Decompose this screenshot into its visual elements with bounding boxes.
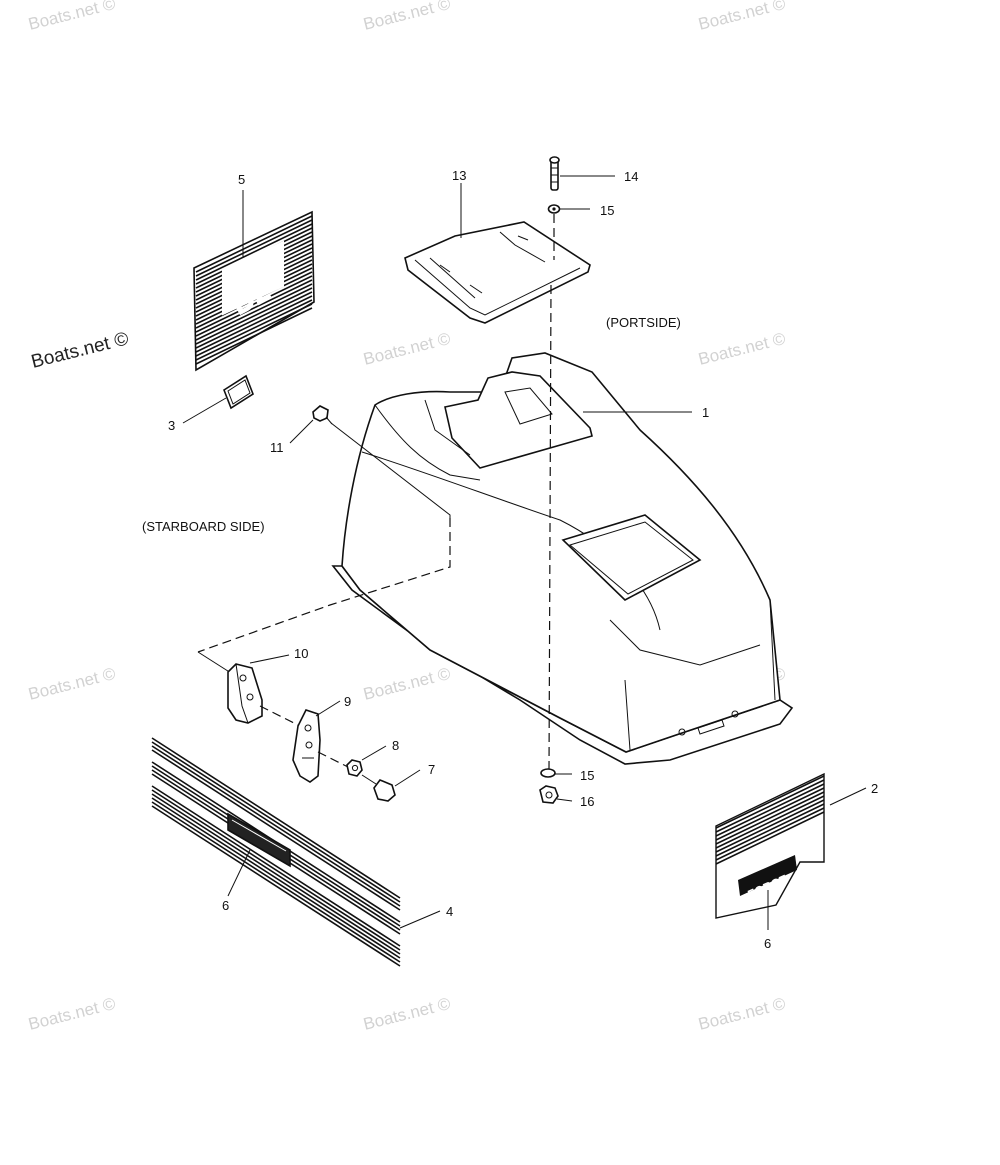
decal-stripe <box>195 275 313 333</box>
decal-stripe <box>715 799 825 853</box>
nut-bottom <box>539 785 559 804</box>
decal-stripe <box>151 797 401 959</box>
callout-3: 3 <box>168 418 175 433</box>
latch-bolt <box>361 774 396 802</box>
decal-stripe <box>195 299 313 357</box>
watermark: Boats.net © <box>696 994 787 1034</box>
decal-stripe <box>195 215 313 273</box>
decal-stripe <box>715 779 825 833</box>
assembly-axis-line <box>548 214 555 771</box>
model-decal: D2 <box>193 210 315 372</box>
decal-stripe <box>715 787 825 841</box>
washer-bottom <box>540 768 556 778</box>
callout-11: 11 <box>270 440 284 455</box>
callout-labels: 1 2 3 4 5 6 6 7 8 9 10 11 13 14 15 15 16 <box>168 168 878 951</box>
callout-2: 2 <box>871 781 878 796</box>
decal-stripe <box>195 291 313 349</box>
side-decal-port: FORCE <box>715 772 825 919</box>
callout-1: 1 <box>702 405 709 420</box>
portside-label: (PORTSIDE) <box>606 315 681 330</box>
watermark-dark: Boats.net © <box>29 328 131 372</box>
watermark: Boats.net © <box>361 994 452 1034</box>
starboard-side-label: (STARBOARD SIDE) <box>142 519 265 534</box>
engine-cowl <box>331 352 794 765</box>
watermark: Boats.net © <box>26 994 117 1034</box>
callout-4: 4 <box>446 904 453 919</box>
decal-stripe <box>715 783 825 837</box>
decal-stripe <box>195 219 313 277</box>
decal-stripe <box>195 283 313 341</box>
callout-16: 16 <box>580 794 594 809</box>
watermark: Boats.net © <box>26 0 117 34</box>
decal-stripe <box>151 741 401 903</box>
decal-stripe <box>195 307 313 365</box>
top-panel <box>404 221 591 324</box>
hidden-fastener-path <box>197 518 451 653</box>
decal-stripe <box>151 801 401 963</box>
latch-axis <box>317 751 351 769</box>
decal-stripe <box>151 789 401 951</box>
decal-stripe <box>195 303 313 361</box>
leader-screw-to-cowl <box>330 422 451 518</box>
decal-stripe <box>151 793 401 955</box>
watermark: Boats.net © <box>361 0 452 34</box>
callout-14: 14 <box>624 169 638 184</box>
watermark: Boats.net © <box>696 329 787 369</box>
side-decal-starboard <box>151 736 401 967</box>
callout-6a: 6 <box>222 898 229 913</box>
watermark: Boats.net © <box>26 664 117 704</box>
small-plate <box>223 374 254 410</box>
callout-5: 5 <box>238 172 245 187</box>
callout-8: 8 <box>392 738 399 753</box>
bracket-axis <box>259 705 301 727</box>
leader-lines <box>182 175 867 930</box>
decal-stripe <box>195 287 313 345</box>
decal-stripe <box>715 791 825 845</box>
mount-bracket <box>227 663 263 724</box>
decal-stripe <box>195 295 313 353</box>
callout-9: 9 <box>344 694 351 709</box>
callout-6b: 6 <box>764 936 771 951</box>
decal-stripe <box>715 811 825 865</box>
washer-top <box>547 204 561 214</box>
decal-stripe <box>715 775 825 829</box>
watermark: Boats.net © <box>361 664 452 704</box>
decal-stripe <box>715 807 825 861</box>
watermark: Boats.net © <box>696 0 787 34</box>
latch-plate <box>292 709 321 783</box>
decal-stripe <box>151 785 401 947</box>
decal-stripe <box>195 279 313 337</box>
decal-stripe <box>151 749 401 911</box>
decal-stripe <box>715 795 825 849</box>
callout-10: 10 <box>294 646 308 661</box>
latch-nut <box>346 759 363 777</box>
decal-stripe <box>151 805 401 967</box>
decal-stripe <box>715 803 825 857</box>
callout-7: 7 <box>428 762 435 777</box>
screw <box>312 405 333 425</box>
callout-13: 13 <box>452 168 466 183</box>
decal-stripe <box>151 737 401 899</box>
bolt-fastener <box>549 156 560 191</box>
decal-stripe <box>151 745 401 907</box>
callout-15a: 15 <box>600 203 614 218</box>
callout-15b: 15 <box>580 768 594 783</box>
decal-stripe <box>195 223 313 281</box>
watermark: Boats.net © <box>361 329 452 369</box>
